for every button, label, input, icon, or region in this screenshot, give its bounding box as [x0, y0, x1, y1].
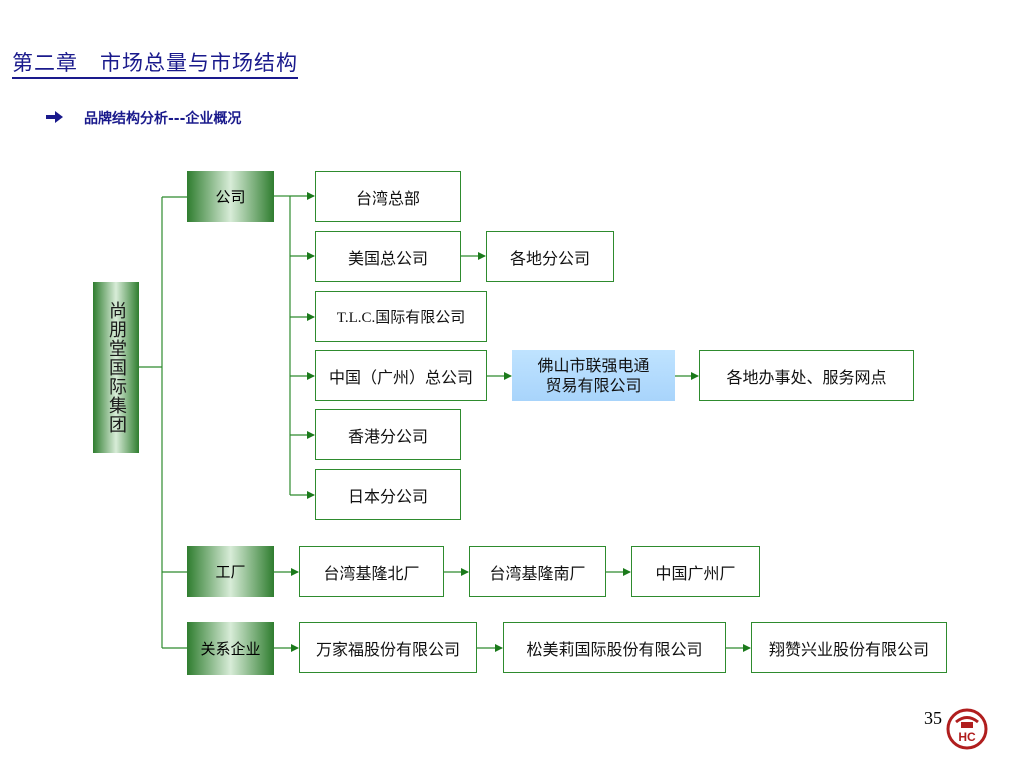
- section-subtitle: 品牌结构分析---企业概况: [84, 111, 242, 127]
- company-logo-icon: HC: [946, 708, 988, 750]
- node-hk-branch: 香港分公司: [315, 409, 461, 460]
- node-japan-branch: 日本分公司: [315, 469, 461, 520]
- node-xiangzan: 翔赞兴业股份有限公司: [751, 622, 947, 673]
- foshan-line-1: 佛山市联强电通: [537, 355, 650, 375]
- svg-text:HC: HC: [958, 730, 976, 744]
- page-number: 35: [924, 708, 942, 728]
- node-china-hq: 中国（广州）总公司: [315, 350, 487, 401]
- category-factory-node: 工厂: [187, 546, 274, 597]
- node-songmeili: 松美莉国际股份有限公司: [503, 622, 726, 673]
- node-keelung-south: 台湾基隆南厂: [469, 546, 606, 597]
- category-related-node: 关系企业: [187, 622, 274, 675]
- root-group-node: 尚朋堂国际集团: [93, 282, 139, 453]
- node-wanjiafu: 万家福股份有限公司: [299, 622, 477, 673]
- node-taiwan-hq: 台湾总部: [315, 171, 461, 222]
- node-local-offices: 各地办事处、服务网点: [699, 350, 914, 401]
- node-foshan-company: 佛山市联强电通 贸易有限公司: [512, 350, 675, 401]
- arrow-bullet-icon: [46, 111, 63, 123]
- node-us-hq: 美国总公司: [315, 231, 461, 282]
- node-keelung-north: 台湾基隆北厂: [299, 546, 444, 597]
- page-title: 第二章 市场总量与市场结构: [12, 49, 298, 79]
- node-tlc: T.L.C.国际有限公司: [315, 291, 487, 342]
- node-us-branches: 各地分公司: [486, 231, 614, 282]
- node-guangzhou-factory: 中国广州厂: [631, 546, 760, 597]
- category-company-node: 公司: [187, 171, 274, 222]
- foshan-line-2: 贸易有限公司: [545, 375, 642, 395]
